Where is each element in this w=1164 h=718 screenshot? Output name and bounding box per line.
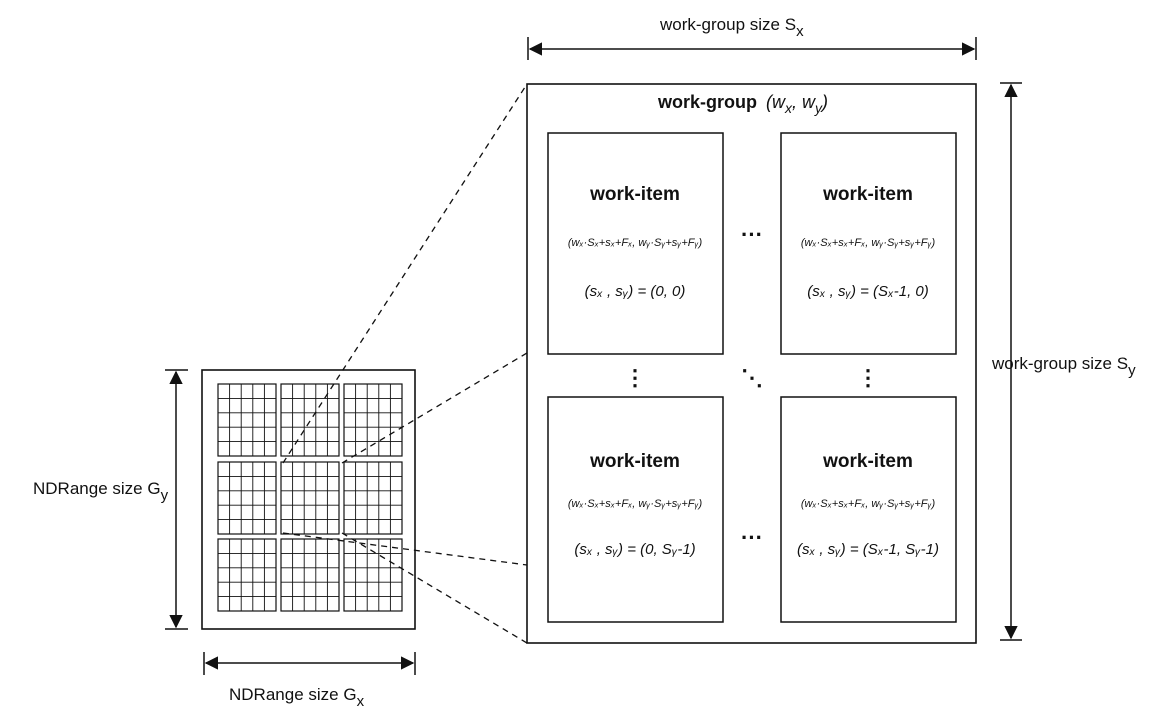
work-item-top-left: work-item (wₓ·Sₓ+sₓ+Fₓ, wᵧ·Sᵧ+sᵧ+Fᵧ) (sₓ… (547, 132, 724, 355)
zoom-line-bottom-left (282, 532, 528, 566)
work-item-title: work-item (589, 184, 680, 205)
zoom-lines (282, 83, 528, 644)
ndrange-workgroup-frame (343, 538, 403, 612)
work-group-frame (526, 83, 977, 644)
work-item-top-right: work-item (wₓ·Sₓ+sₓ+Fₓ, wᵧ·Sᵧ+sᵧ+Fᵧ) (sₓ… (780, 132, 957, 355)
work-item-local-id: (sₓ , sᵧ) = (0, Sᵧ-1) (574, 541, 695, 558)
ndrange-workgroup-frame (217, 461, 277, 535)
work-item-frame (547, 396, 724, 623)
nd-size-x-dimension: NDRange size Gx (203, 652, 416, 710)
ndrange-workgroup-2-2 (343, 538, 403, 612)
ellipsis-diagonal: ⋱ (741, 365, 763, 390)
ellipsis-horizontal-top: ··· (741, 222, 763, 247)
ndrange-workgroup-0-0 (217, 383, 277, 457)
work-item-global-id: (wₓ·Sₓ+sₓ+Fₓ, wᵧ·Sᵧ+sᵧ+Fᵧ) (568, 237, 703, 249)
ndrange-workgroup-0-1 (280, 383, 340, 457)
ndrange-workgroup-2-1 (280, 538, 340, 612)
ndrange-frame (201, 369, 416, 630)
work-item-title: work-item (822, 184, 913, 205)
work-item-global-id: (wₓ·Sₓ+sₓ+Fₓ, wᵧ·Sᵧ+sᵧ+Fᵧ) (568, 498, 703, 510)
work-item-title: work-item (822, 451, 913, 472)
wg-size-y-label: work-group size Sy (991, 354, 1136, 379)
work-item-local-id: (sₓ , sᵧ) = (Sₓ-1, Sᵧ-1) (797, 541, 939, 558)
zoom-line-top-right (341, 352, 528, 464)
ndrange-workgroup-0-2 (343, 383, 403, 457)
ndrange-workgroup-frame (343, 461, 403, 535)
ndrange-workgroup-1-1 (280, 461, 340, 535)
ndrange-workgroup-frame (280, 383, 340, 457)
nd-size-y-dimension: NDRange size Gy (33, 369, 188, 630)
work-item-local-id: (sₓ , sᵧ) = (Sₓ-1, 0) (807, 283, 929, 300)
ndrange-workgroup-1-0 (217, 461, 277, 535)
ndrange-workgroup-grid (217, 383, 403, 612)
work-item-local-id: (sₓ , sᵧ) = (0, 0) (585, 283, 686, 300)
work-item-frame (780, 132, 957, 355)
work-group: work-group (wx, wy) work-item (wₓ·Sₓ+sₓ+… (526, 83, 977, 644)
ndrange-workgroup-frame (280, 538, 340, 612)
nd-size-x-label: NDRange size Gx (229, 685, 365, 710)
ndrange-workgroup-frame (217, 383, 277, 457)
wg-size-x-label: work-group size Sx (659, 15, 804, 40)
work-item-global-id: (wₓ·Sₓ+sₓ+Fₓ, wᵧ·Sᵧ+sᵧ+Fᵧ) (801, 237, 936, 249)
work-item-title: work-item (589, 451, 680, 472)
work-item-frame (780, 396, 957, 623)
ellipsis-vertical-left: ⋮ (624, 365, 646, 390)
ellipsis-vertical-right: ⋮ (857, 365, 879, 390)
work-item-global-id: (wₓ·Sₓ+sₓ+Fₓ, wᵧ·Sᵧ+sᵧ+Fᵧ) (801, 498, 936, 510)
ndrange (201, 369, 416, 630)
ndrange-workgroup-frame (217, 538, 277, 612)
ndrange-workgroup-frame (343, 383, 403, 457)
wg-size-y-dimension: work-group size Sy (991, 82, 1136, 641)
wg-size-x-dimension: work-group size Sx (527, 15, 977, 60)
ndrange-workgroup-2-0 (217, 538, 277, 612)
ellipsis-horizontal-bottom: ··· (741, 525, 763, 550)
work-group-title: work-group (wx, wy) (657, 92, 828, 116)
work-item-frame (547, 132, 724, 355)
zoom-line-bottom-right (341, 532, 528, 644)
ndrange-workgroup-frame (280, 461, 340, 535)
work-item-bottom-right: work-item (wₓ·Sₓ+sₓ+Fₓ, wᵧ·Sᵧ+sᵧ+Fᵧ) (sₓ… (780, 396, 957, 623)
nd-size-y-label: NDRange size Gy (33, 479, 169, 504)
zoom-line-top-left (282, 83, 528, 464)
ndrange-workgroup-1-2 (343, 461, 403, 535)
work-item-bottom-left: work-item (wₓ·Sₓ+sₓ+Fₓ, wᵧ·Sᵧ+sᵧ+Fᵧ) (sₓ… (547, 396, 724, 623)
